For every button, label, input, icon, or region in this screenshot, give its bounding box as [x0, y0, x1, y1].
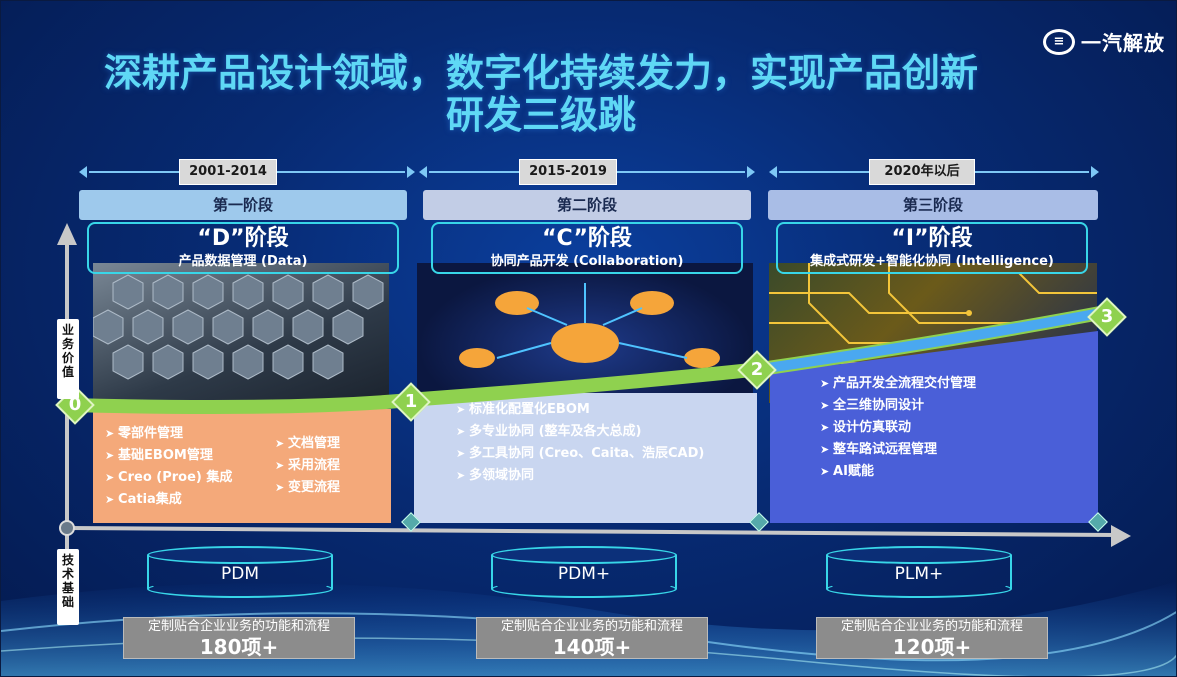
list-item: 整车路试远程管理: [820, 439, 976, 461]
stage-bar-1: 第一阶段: [79, 190, 407, 220]
cloud-network-icon: [459, 283, 720, 368]
stage-name: “D”阶段: [197, 226, 289, 251]
function-count: 120项+: [892, 635, 972, 659]
list-item: 产品开发全流程交付管理: [820, 373, 976, 395]
period-label-2: 2015-2019: [519, 159, 617, 185]
growth-curve-tip: [756, 306, 1116, 374]
stage-3-list: 产品开发全流程交付管理 全三维协同设计 设计仿真联动 整车路试远程管理 AI赋能: [820, 373, 976, 483]
list-item: AI赋能: [820, 461, 976, 483]
stage-name: “I”阶段: [891, 226, 973, 251]
milestone-0-label: 0: [68, 394, 82, 415]
stage-1-list-right: 文档管理 采用流程 变更流程: [275, 433, 340, 499]
list-item: Catia集成: [105, 489, 232, 511]
page-title: 深耕产品设计领域，数字化持续发力，实现产品创新: [103, 51, 978, 95]
list-item: 多专业协同 (整车及各大总成): [456, 421, 704, 443]
logo-text: 一汽解放: [1081, 31, 1165, 55]
system-name: PDM+: [557, 564, 611, 584]
x-axis: [66, 526, 1117, 537]
list-item: 零部件管理: [105, 423, 232, 445]
stage-2-list: 标准化配置化EBOM 多专业协同 (整车及各大总成) 多工具协同 (Creo、C…: [456, 399, 704, 487]
list-item: 变更流程: [275, 477, 340, 499]
y-axis-label: 业务价值: [57, 319, 79, 399]
x-axis-arrow-icon: [1111, 525, 1131, 547]
function-count: 140项+: [552, 635, 632, 659]
hexagon-pattern-icon: [93, 274, 384, 380]
hexagon-image: [93, 263, 389, 403]
list-item: 基础EBOM管理: [105, 445, 232, 467]
stage-1-content: 零部件管理 基础EBOM管理 Creo (Proe) 集成 Catia集成 文档…: [93, 409, 391, 523]
list-item: 多工具协同 (Creo、Caita、浩辰CAD): [456, 443, 704, 465]
system-cylinder-pdm: PDM: [147, 546, 333, 598]
list-item: Creo (Proe) 集成: [105, 467, 232, 489]
system-name: PLM+: [894, 564, 944, 584]
page-title-line2: 研发三级跳: [445, 93, 636, 137]
list-item: 多领域协同: [456, 465, 704, 487]
stage-subtitle: 产品数据管理 (Data): [178, 254, 308, 269]
function-box-2: 定制贴合企业业务的功能和流程 140项+: [476, 617, 708, 659]
stage-bar-2: 第二阶段: [423, 190, 751, 220]
list-item: 标准化配置化EBOM: [456, 399, 704, 421]
function-box-1: 定制贴合企业业务的功能和流程 180项+: [123, 617, 355, 659]
function-caption: 定制贴合企业业务的功能和流程: [840, 619, 1023, 634]
brand-logo: ≡ 一汽解放: [1043, 27, 1165, 56]
stage-bar-3: 第三阶段: [768, 190, 1098, 220]
function-box-3: 定制贴合企业业务的功能和流程 120项+: [816, 617, 1048, 659]
function-caption: 定制贴合企业业务的功能和流程: [147, 619, 330, 634]
function-count: 180项+: [199, 635, 279, 659]
milestone-1-label: 1: [404, 391, 418, 412]
stage-subtitle: 协同产品开发 (Collaboration): [490, 254, 684, 269]
system-name: PDM: [220, 564, 259, 584]
foundation-axis-label: 技术基础: [57, 549, 79, 625]
list-item: 文档管理: [275, 433, 340, 455]
faw-logo-icon: ≡: [1043, 28, 1075, 55]
y-axis-arrow-icon: [57, 223, 77, 245]
milestone-2-label: 2: [750, 359, 764, 380]
stage-1-list-left: 零部件管理 基础EBOM管理 Creo (Proe) 集成 Catia集成: [105, 423, 232, 511]
growth-curve: [64, 304, 1118, 414]
list-item: 设计仿真联动: [820, 417, 976, 439]
stage-box-c: “C”阶段 协同产品开发 (Collaboration): [431, 222, 743, 274]
origin-dot-icon: [59, 520, 75, 536]
list-item: 采用流程: [275, 455, 340, 477]
period-label-3: 2020年以后: [869, 159, 975, 185]
system-cylinder-plm-plus: PLM+: [826, 546, 1012, 598]
period-label-1: 2001-2014: [179, 159, 277, 185]
stage-box-i: “I”阶段 集成式研发+智能化协同 (Intelligence): [776, 222, 1088, 274]
stage-subtitle: 集成式研发+智能化协同 (Intelligence): [810, 254, 1054, 269]
stage-2-content: 标准化配置化EBOM 多专业协同 (整车及各大总成) 多工具协同 (Creo、C…: [414, 393, 757, 523]
system-cylinder-pdm-plus: PDM+: [491, 546, 677, 598]
list-item: 全三维协同设计: [820, 395, 976, 417]
milestone-3-label: 3: [1100, 306, 1114, 327]
stage-name: “C”阶段: [542, 226, 632, 251]
stage-box-d: “D”阶段 产品数据管理 (Data): [87, 222, 399, 274]
function-caption: 定制贴合企业业务的功能和流程: [500, 619, 683, 634]
